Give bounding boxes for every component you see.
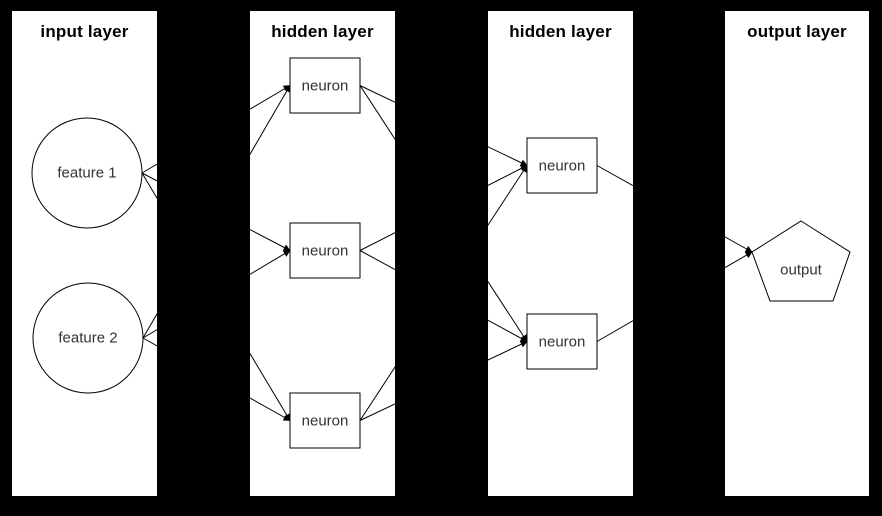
node-label-hidden2-neuron1: neuron [538, 157, 586, 174]
output-node [751, 220, 851, 302]
hidden2-neuron-2-node [526, 313, 598, 370]
panel-title-output-layer: output layer [747, 22, 847, 41]
hidden1-neuron-2-node [289, 222, 361, 279]
node-label-hidden1-neuron1: neuron [301, 77, 349, 94]
edge-hidden2-neuron2-to-output [596, 251, 753, 342]
edge-feature2-to-hidden1-neuron3 [142, 337, 291, 421]
edge-feature2-to-hidden1-neuron2 [142, 250, 291, 339]
node-label-hidden2-neuron2: neuron [538, 333, 586, 350]
node-label-output: output [780, 261, 822, 279]
panel-input-layer: input layer [12, 11, 157, 496]
panel-hidden-layer-2: hidden layer [488, 11, 633, 496]
node-label-feature-1: feature 1 [57, 164, 117, 182]
panel-title-hidden-layer-2: hidden layer [509, 22, 612, 41]
hidden2-neuron-1-node [526, 137, 598, 194]
edge-hidden1-neuron1-to-hidden2-neuron1 [359, 85, 528, 166]
edge-feature2-to-hidden1-neuron1 [142, 84, 291, 339]
node-label-hidden1-neuron3: neuron [301, 412, 349, 429]
edge-hidden1-neuron3-to-hidden2-neuron1 [359, 164, 528, 421]
edge-hidden1-neuron3-to-hidden2-neuron2 [359, 341, 528, 421]
edge-hidden1-neuron2-to-hidden2-neuron2 [359, 250, 528, 342]
edge-feature1-to-hidden1-neuron1 [141, 85, 291, 174]
node-label-feature-2: feature 2 [58, 329, 118, 347]
edge-hidden1-neuron2-to-hidden2-neuron1 [359, 165, 528, 251]
node-label-hidden1-neuron2: neuron [301, 242, 349, 259]
panel-title-hidden-layer-1: hidden layer [271, 22, 374, 41]
edge-feature1-to-hidden1-neuron3 [141, 172, 291, 422]
hidden1-neuron-1-node [289, 57, 361, 114]
edge-hidden1-neuron1-to-hidden2-neuron2 [359, 85, 528, 343]
feature-1-node [31, 117, 143, 229]
hidden1-neuron-3-node [289, 392, 361, 449]
feature-2-node [32, 282, 144, 394]
edge-hidden2-neuron1-to-output [596, 165, 753, 253]
panel-title-input-layer: input layer [40, 22, 129, 41]
